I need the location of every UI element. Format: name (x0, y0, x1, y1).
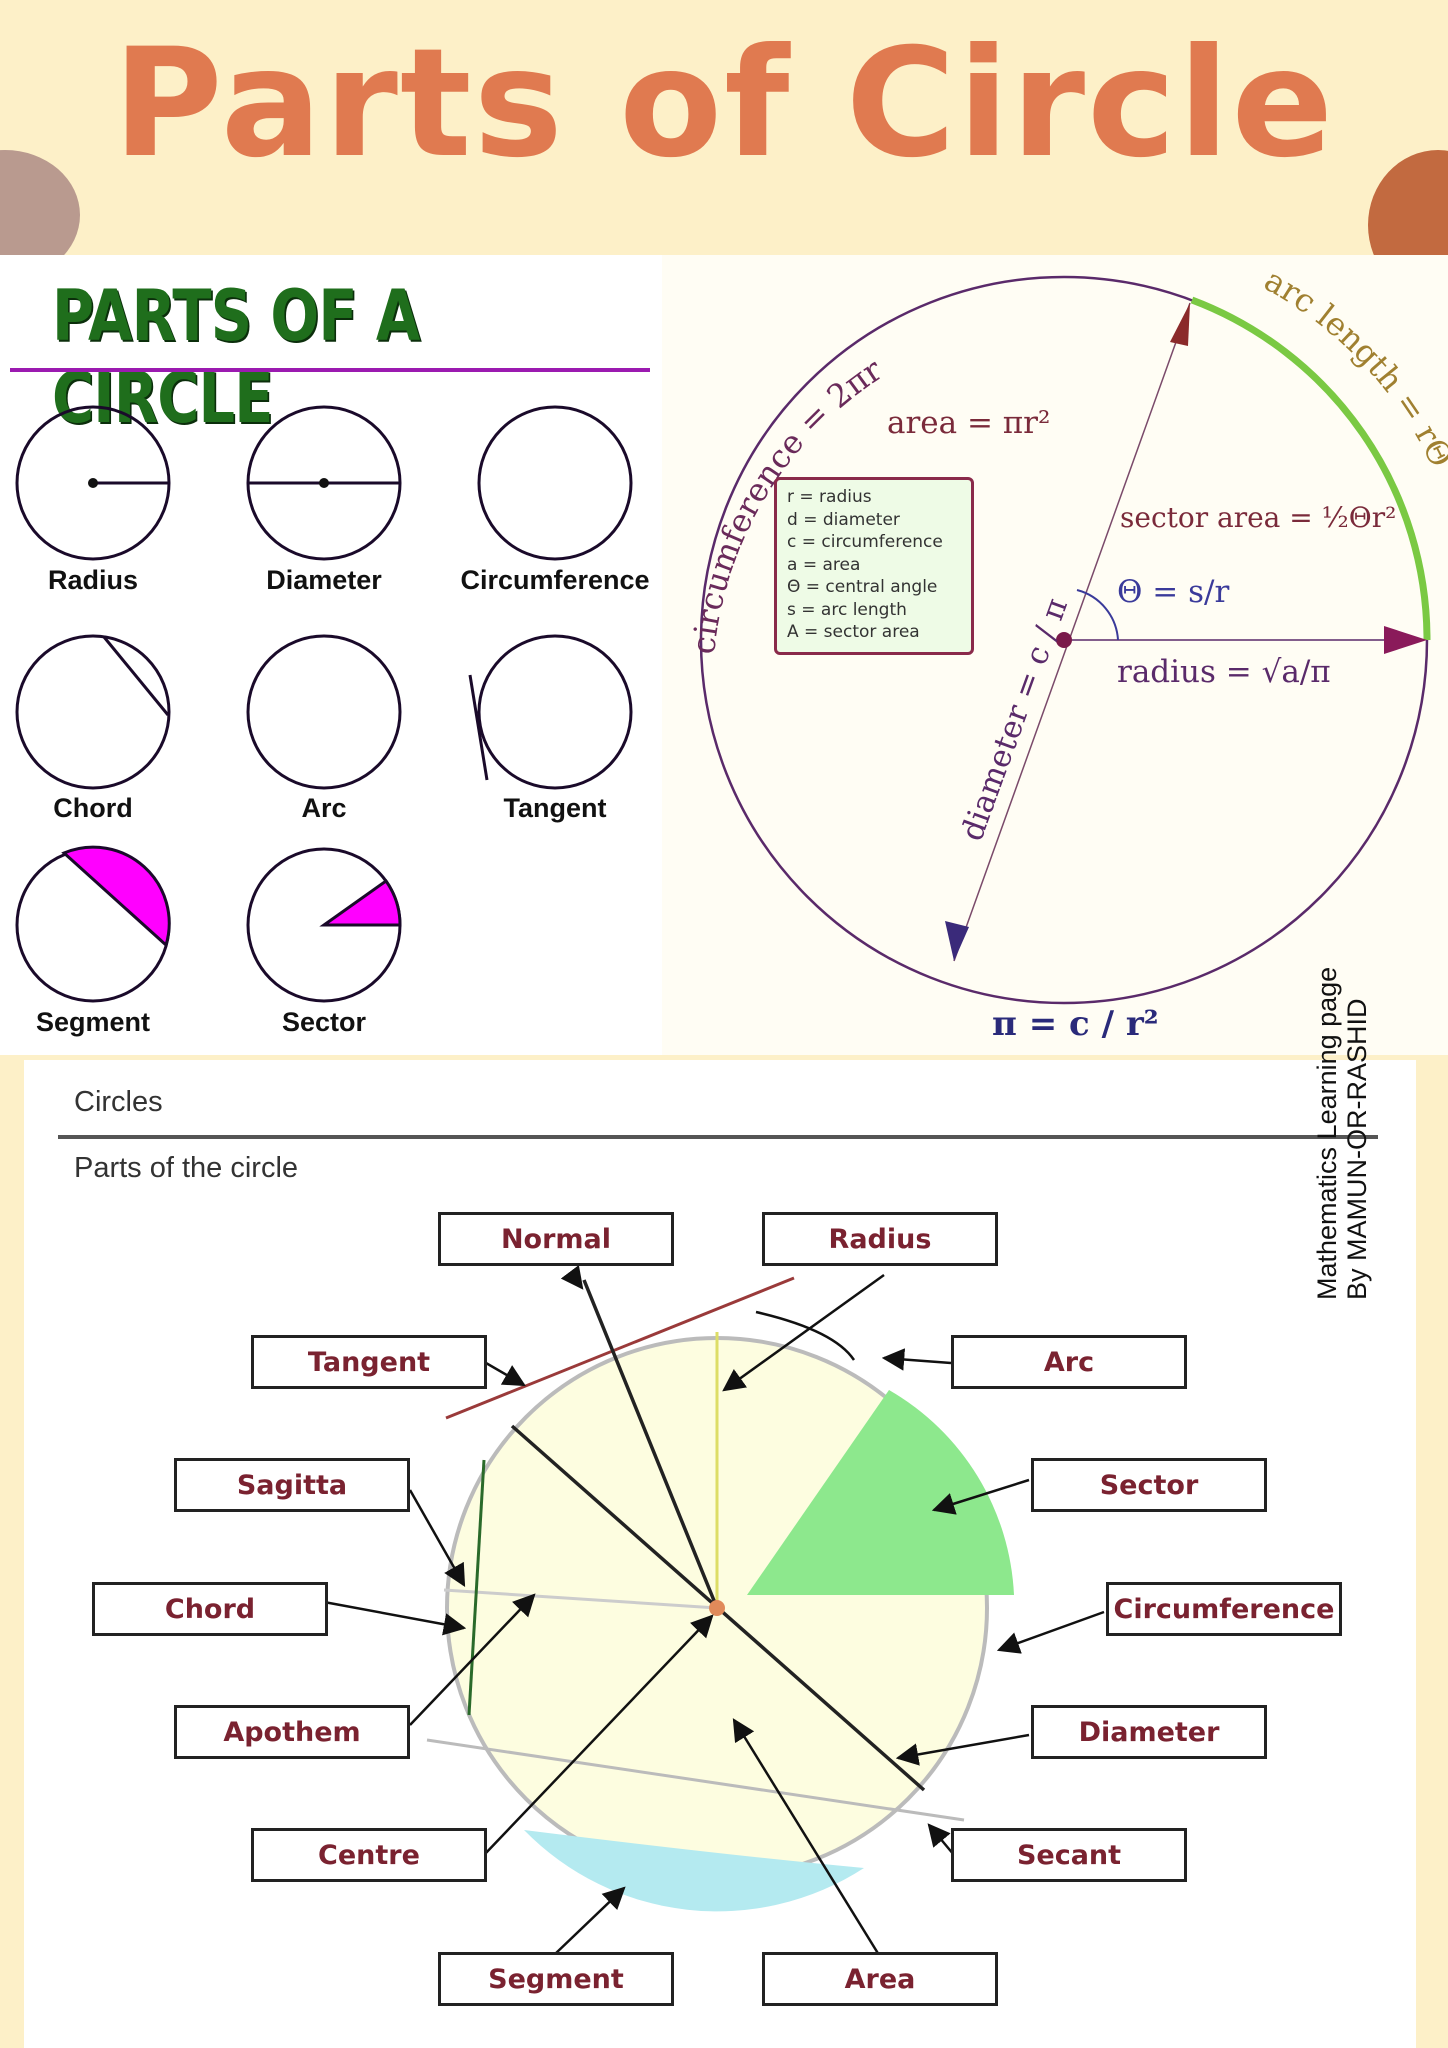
apothem-arrow (409, 1593, 536, 1726)
label-radius: Radius (762, 1212, 998, 1266)
normal-line (582, 1279, 719, 1609)
legend-item: d = diameter (787, 509, 900, 530)
sagitta-line (467, 1459, 486, 1716)
label-chord: Chord (92, 1582, 328, 1636)
centre-arrow (483, 1614, 714, 1856)
label-diameter: Diameter (266, 565, 382, 595)
label-diameter: Diameter (1031, 1705, 1267, 1759)
label-chord: Chord (53, 793, 133, 823)
segment-shape (524, 1830, 864, 1912)
section-heading: Circles (74, 1086, 163, 1118)
watermark-line-2: By MAMUN-OR-RASHID (1342, 998, 1372, 1301)
label-sagitta: Sagitta (174, 1458, 410, 1512)
labelled-circle-panel: Circles Parts of the circle (24, 1060, 1416, 2048)
normal-arrow (560, 1265, 584, 1290)
radius-arrow (1384, 626, 1427, 654)
label-arc: Arc (301, 793, 347, 823)
label-normal: Normal (438, 1212, 674, 1266)
label-sector: Sector (1031, 1458, 1267, 1512)
arc-length-formula: arc length = rΘ (1258, 261, 1448, 473)
center-point (1056, 632, 1072, 648)
sagitta-arrow (408, 1489, 466, 1587)
legend-item: s = arc length (787, 599, 907, 620)
secant-arrow (927, 1823, 955, 1856)
tangent-circle (477, 634, 633, 790)
circle-parts-illustrations (15, 405, 633, 1003)
chord-line (102, 636, 170, 716)
diameter-arrow (895, 1733, 1030, 1766)
chord-line (443, 1588, 718, 1610)
segment-arrow (553, 1886, 626, 1956)
arc-arc-pointer (755, 1310, 856, 1361)
area-arrow (732, 1718, 881, 1956)
label-tangent: Tangent (251, 1335, 487, 1389)
chord-circle (15, 634, 171, 790)
radius-center-dot (88, 478, 98, 488)
diameter-arrow-top (1170, 303, 1190, 346)
label-tangent: Tangent (503, 793, 607, 823)
labelled-circle-diagram (323, 1265, 1105, 1956)
label-radius: Radius (47, 565, 139, 595)
section-subheading: Parts of the circle (74, 1152, 299, 1184)
sector-area-formula: sector area = ½Θr² (1120, 501, 1396, 534)
centre-point (709, 1600, 725, 1616)
radius-arrow (722, 1273, 885, 1392)
variable-legend: r = radius d = diameter c = circumferenc… (774, 477, 974, 655)
circle-formulas-panel: circumference = 2πr arc length = rΘ area… (662, 255, 1448, 1055)
diameter-center-dot (319, 478, 329, 488)
label-arc: Arc (951, 1335, 1187, 1389)
secant-line (426, 1738, 965, 1822)
heading-rule (58, 1135, 1378, 1139)
arc-length-highlight (1190, 296, 1431, 641)
sector-arrow (931, 1478, 1030, 1515)
label-secant: Secant (951, 1828, 1187, 1882)
page-title: Parts of Circle (112, 17, 1336, 191)
legend-item: c = circumference (787, 532, 943, 552)
theta-angle-arc (1076, 589, 1119, 641)
label-area: Area (762, 1952, 998, 2006)
heading-underline (10, 368, 650, 372)
legend-item: Θ = central angle (787, 577, 938, 597)
theta-formula: Θ = s/r (1117, 574, 1229, 610)
arc-circle (246, 634, 402, 790)
legend-item: a = area (787, 554, 861, 575)
circumference-circle (477, 405, 633, 561)
legend-item: A = sector area (787, 622, 920, 642)
sector-shape (747, 1390, 1014, 1595)
legend-item: r = radius (787, 487, 872, 507)
pi-formula: π = c / r² (992, 1004, 1159, 1044)
tangent-line (445, 1276, 795, 1420)
label-segment: Segment (438, 1952, 674, 2006)
sector-fill (319, 878, 402, 927)
segment-fill (61, 845, 171, 948)
arc-arrow (881, 1348, 952, 1371)
parts-of-a-circle-panel: PARTS OF A CIRCLE (0, 255, 662, 1055)
circle-formula-diagram: circumference = 2πr arc length = rΘ area… (684, 261, 1448, 1044)
tangent-line (468, 674, 489, 781)
circumference-arrow (996, 1610, 1105, 1654)
diameter-arrow-bottom (945, 921, 969, 961)
label-centre: Centre (251, 1828, 487, 1882)
label-apothem: Apothem (174, 1705, 410, 1759)
watermark-line-1: Mathematics Learning page (1312, 966, 1342, 1300)
tangent-arrow (485, 1361, 526, 1387)
label-circumference: Circumference (1106, 1582, 1342, 1636)
radius-formula: radius = √a/π (1117, 654, 1331, 690)
label-sector: Sector (281, 1007, 367, 1037)
label-circumference: Circumference (460, 565, 650, 595)
label-segment: Segment (35, 1007, 151, 1037)
diameter-line (953, 302, 1191, 962)
area-formula: area = πr² (887, 405, 1050, 441)
chord-arrow (323, 1600, 467, 1636)
